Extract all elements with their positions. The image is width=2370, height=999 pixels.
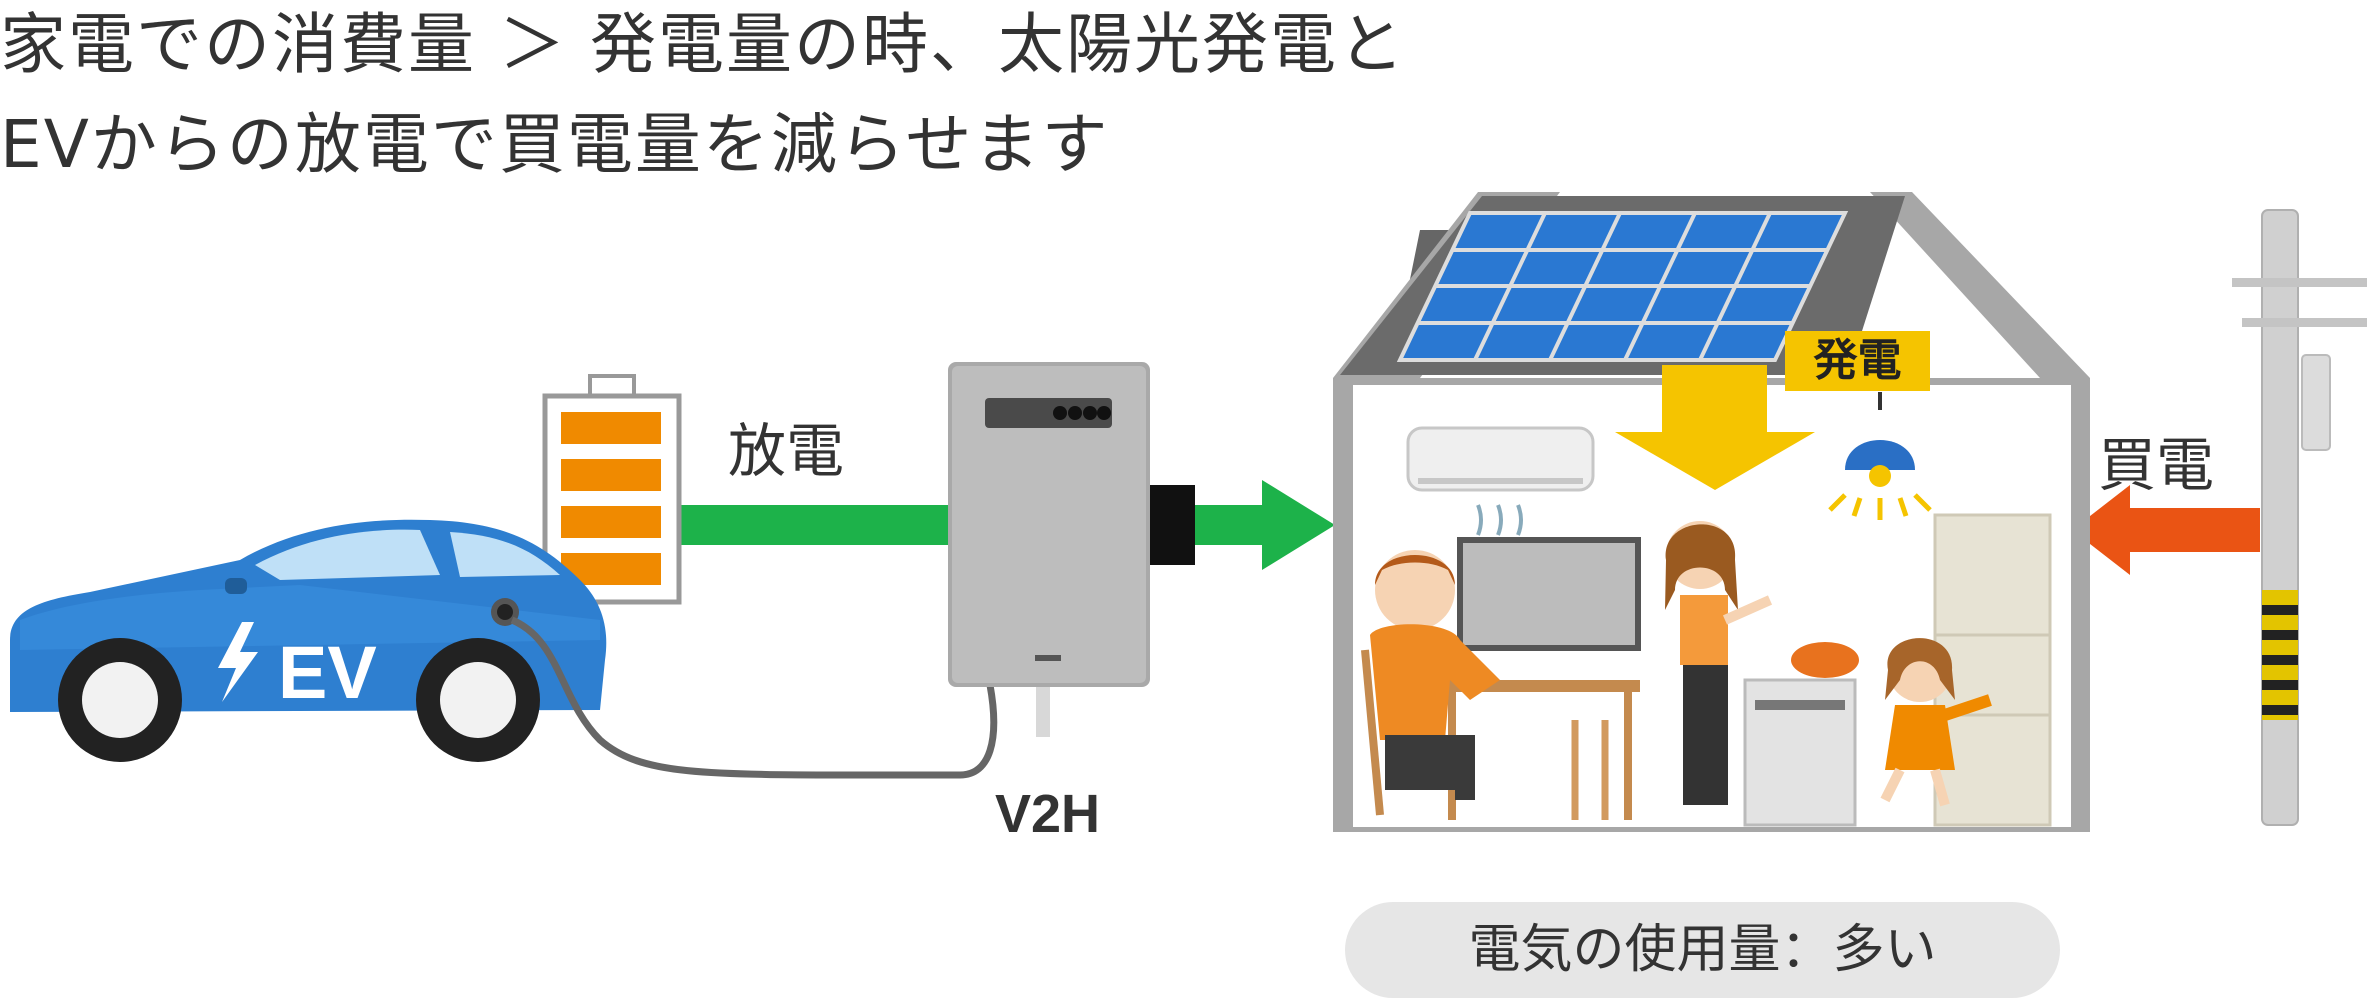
- discharge-label: 放電: [728, 417, 845, 485]
- ev-car: [10, 519, 607, 762]
- air-conditioner: [1406, 426, 1595, 492]
- headline-line-1: 家電での消費量 ＞ 発電量の時、太陽光発電と: [0, 6, 1406, 83]
- v2h-label: V2H: [995, 784, 1101, 844]
- refrigerator: [1933, 513, 2052, 827]
- house: [1333, 192, 2090, 832]
- buy-power-label: 買電: [2098, 431, 2215, 499]
- discharge-arrow-shaft-left: [668, 505, 958, 545]
- utility-pole: [2232, 209, 2367, 826]
- v2h-unit: [948, 362, 1195, 737]
- generation-label: 発電: [1813, 335, 1902, 386]
- person-mother: [1665, 521, 1773, 805]
- battery-bar-3: [561, 506, 661, 538]
- buy-arrow-shaft: [2128, 508, 2260, 552]
- discharge-arrow-head: [1262, 480, 1335, 570]
- charging-cable: [510, 616, 998, 779]
- battery-icon: [542, 374, 682, 605]
- generation-arrow-shaft: [1662, 365, 1767, 435]
- generation-arrow-head: [1615, 432, 1815, 490]
- television: [1457, 537, 1641, 651]
- headline-line-2: EVからの放電で買電量を減らせます: [0, 106, 1110, 183]
- ev-car-label: EV: [278, 631, 377, 714]
- usage-status-badge: 電気の使用量：多い: [1345, 902, 2060, 998]
- buy-arrow-head: [2072, 485, 2130, 575]
- person-father: [1361, 550, 1500, 816]
- ceiling-lamp: [1828, 392, 1932, 520]
- person-child: [1880, 638, 1992, 807]
- discharge-arrow-shaft-right: [1195, 505, 1265, 545]
- lightning-icon: [218, 622, 258, 702]
- battery-bar-1: [561, 412, 661, 444]
- generation-label-box: [1785, 331, 1930, 391]
- battery-bar-2: [561, 459, 661, 491]
